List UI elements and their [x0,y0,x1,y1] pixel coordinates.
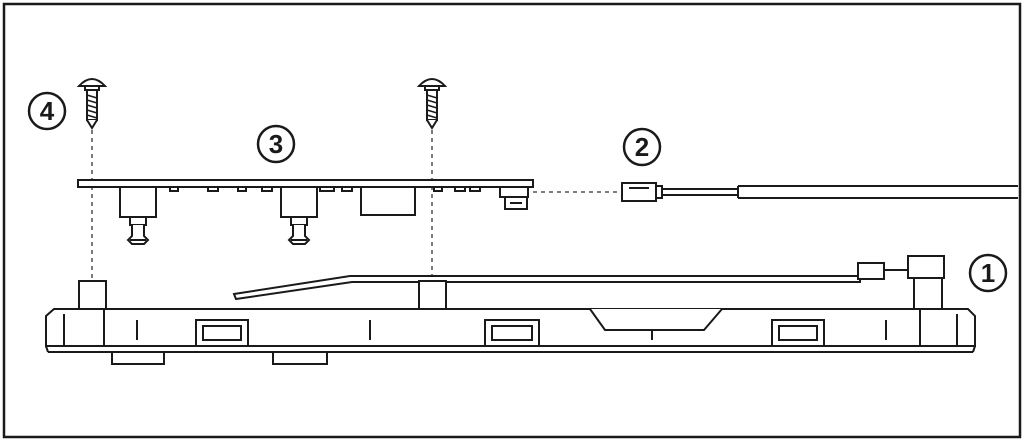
board-component-block [360,186,416,216]
foot-left [111,351,165,365]
post-left [78,280,107,310]
clip-window-2 [484,319,540,347]
callout-2: 2 [622,127,662,167]
switch-left [119,186,157,245]
alignment-guides [91,130,622,283]
center-recess [589,308,723,331]
circuit-board [77,179,534,245]
screw-right [416,78,448,130]
frame-border [2,2,1022,439]
screw-left [76,78,108,130]
cable-plug [621,182,1018,202]
callout-1: 1 [968,253,1008,293]
post-right [418,280,447,310]
clip-window-1 [195,319,249,347]
foot-right [272,351,328,365]
switch-right [280,186,318,245]
board-connector [499,186,529,210]
board-plate [77,179,534,188]
callout-2-label: 2 [635,132,649,162]
callout-3-label: 3 [269,129,283,159]
callout-4: 4 [27,91,67,131]
callout-1-label: 1 [981,258,995,288]
clip-window-3 [771,319,825,347]
housing-lever [232,275,861,301]
callout-3: 3 [256,124,296,164]
callout-4-label: 4 [40,96,55,126]
housing-base [45,255,976,365]
